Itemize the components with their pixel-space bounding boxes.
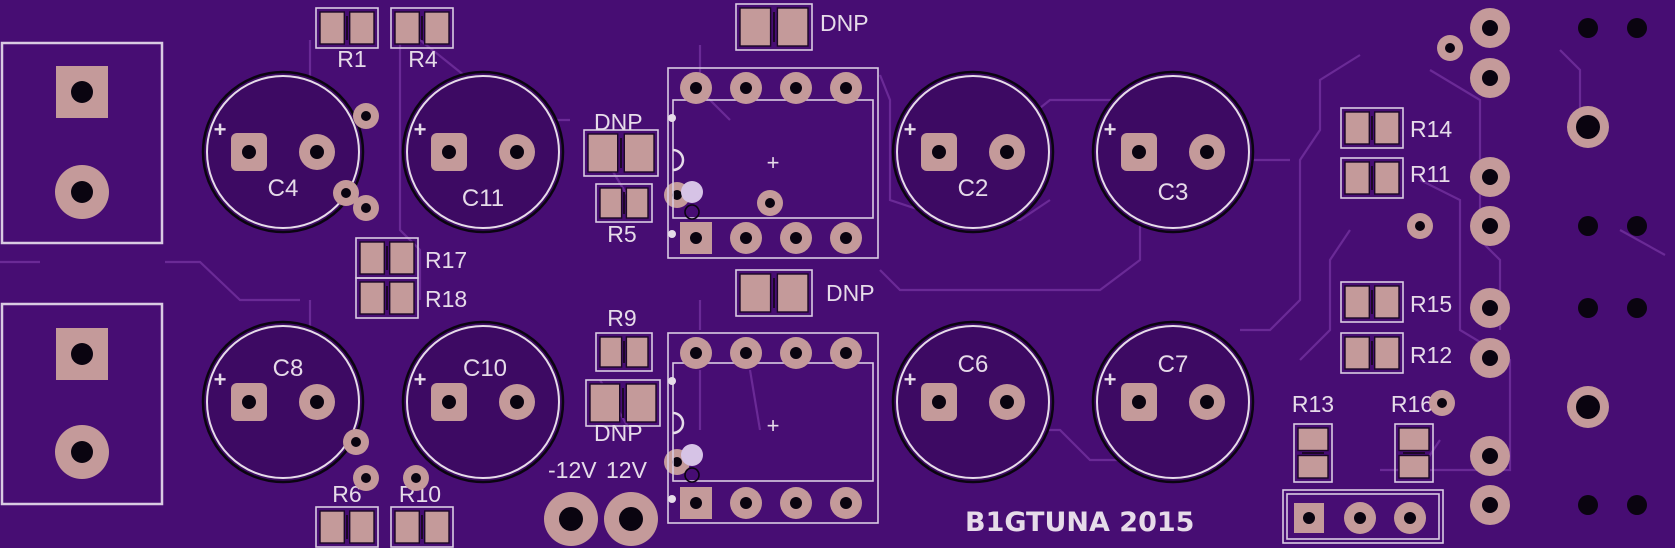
polarity-mark: + (1104, 117, 1117, 142)
resistor-r13: R13 (1292, 391, 1334, 483)
capacitor-label: C2 (958, 175, 989, 202)
power-label-neg12v: -12V (548, 457, 597, 483)
capacitor-label: C7 (1158, 351, 1189, 378)
dnp-label: DNP (594, 420, 643, 446)
brand-label: B1GTUNA 2015 (965, 507, 1194, 538)
ic-origin-mark: + (767, 150, 780, 175)
polarity-mark: + (214, 367, 227, 392)
resistor-label: R5 (607, 221, 636, 247)
resistor-r15: R15 (1340, 281, 1452, 323)
resistor-label: R1 (337, 46, 366, 72)
terminal-block-top (0, 41, 164, 245)
polarity-mark: + (1104, 367, 1117, 392)
resistor-r14: R14 (1340, 107, 1452, 149)
dnp-footprint: DNP (735, 269, 875, 317)
power-pads (544, 492, 658, 546)
dnp-label: DNP (820, 10, 869, 36)
resistor-label: R14 (1410, 116, 1452, 142)
ic-2: + (667, 332, 879, 524)
capacitor-c11: + C11 (401, 70, 565, 234)
dnp-footprint: DNP (735, 3, 869, 51)
resistor-r5: R5 (595, 183, 653, 247)
resistor-r9: R9 (595, 305, 653, 372)
dnp-label: DNP (594, 109, 643, 135)
resistor-label: R11 (1410, 161, 1451, 187)
resistor-label: R9 (607, 305, 636, 331)
resistor-label: R12 (1410, 342, 1452, 368)
terminal-block-bottom (0, 302, 164, 506)
capacitor-c3: + C3 (1091, 70, 1255, 234)
dnp-footprint: DNP (585, 379, 661, 446)
resistor-label: R13 (1292, 391, 1334, 417)
capacitor-c2: + C2 (891, 70, 1055, 234)
capacitor-c8: + C8 (201, 320, 365, 484)
polarity-mark: + (414, 367, 427, 392)
ic-1: + (667, 67, 879, 259)
dnp-label: DNP (826, 280, 875, 306)
capacitor-c4: + C4 (201, 70, 365, 234)
resistor-r4: R4 (390, 7, 454, 72)
capacitor-label: C10 (463, 355, 507, 382)
ic-origin-mark: + (767, 413, 780, 438)
polarity-mark: + (214, 117, 227, 142)
resistor-label: R15 (1410, 291, 1452, 317)
resistor-r6: R6 (315, 481, 379, 548)
capacitor-label: C11 (462, 185, 504, 212)
resistor-r1: R1 (315, 7, 379, 72)
header-3pin (1282, 489, 1444, 544)
capacitor-c7: + C7 (1091, 320, 1255, 484)
power-label-12v: 12V (606, 457, 648, 483)
resistor-r11: R11 (1340, 157, 1451, 199)
resistor-label: R17 (425, 247, 467, 273)
resistor-r12: R12 (1340, 332, 1452, 374)
capacitor-label: C6 (958, 351, 989, 378)
dnp-footprint: DNP (583, 109, 659, 177)
polarity-mark: + (904, 117, 917, 142)
output-connector-pads (1470, 8, 1647, 525)
capacitor-label: C3 (1158, 179, 1189, 206)
resistor-label: R16 (1391, 391, 1433, 417)
capacitor-label: C8 (273, 355, 304, 382)
resistor-label: R18 (425, 286, 467, 312)
resistor-r10: R10 (390, 481, 454, 548)
resistor-r16: R16 (1391, 391, 1434, 483)
capacitor-c6: + C6 (891, 320, 1055, 484)
resistor-label: R4 (408, 46, 438, 72)
polarity-mark: + (904, 367, 917, 392)
polarity-mark: + (414, 117, 427, 142)
capacitor-c10: + C10 (401, 320, 565, 484)
resistor-r18: R18 (355, 277, 467, 319)
capacitor-label: C4 (268, 175, 299, 202)
resistor-r17: R17 (355, 237, 467, 279)
